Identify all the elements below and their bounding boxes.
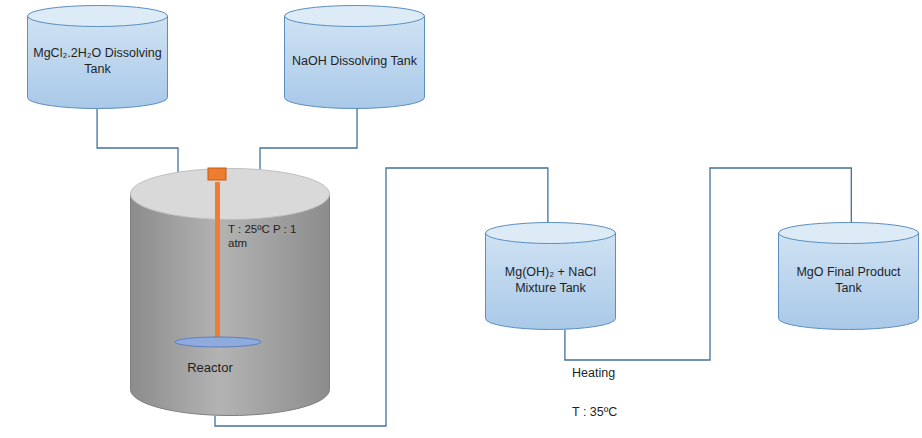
storage-tank: Mg(OH)₂ + NaCl Mixture Tank [485, 222, 616, 330]
pipe-line [97, 109, 178, 184]
tank-lid [486, 223, 616, 244]
storage-tank: MgO Final Product Tank [778, 222, 919, 330]
tank-body [285, 16, 425, 108]
reactor-outline [130, 168, 330, 416]
tank-text-area: Mg(OH)₂ + NaCl Mixture Tank [489, 244, 612, 317]
tank-text-area: NaOH Dissolving Tank [288, 27, 421, 96]
vessel-lid [131, 169, 330, 220]
reactor-vessel: T : 25ºC P : 1 atmReactor [130, 168, 330, 416]
condition-note: T : 35ºC [570, 405, 619, 419]
tank-body [28, 16, 168, 108]
storage-tank: MgCl₂.2H₂O Dissolving Tank [27, 5, 168, 109]
tank-body [486, 233, 616, 330]
tank-lid [285, 6, 425, 27]
process-step-label: Heating [570, 366, 617, 380]
condition-text: T : 25ºC P : 1 atm [228, 222, 308, 251]
tank-lid [28, 6, 168, 27]
vessel-body [131, 194, 330, 416]
tank-body [779, 233, 919, 329]
tank-lid [779, 223, 919, 244]
tank-label: MgO Final Product Tank [782, 265, 915, 296]
stirrer-impeller [175, 337, 261, 347]
storage-tank: NaOH Dissolving Tank [284, 5, 425, 109]
tank-text-area: MgO Final Product Tank [782, 244, 915, 317]
stirrer-shaft [215, 182, 220, 342]
tank-label: MgCl₂.2H₂O Dissolving Tank [31, 46, 164, 77]
tank-text-area: MgCl₂.2H₂O Dissolving Tank [31, 27, 164, 96]
node-title: Reactor [170, 360, 250, 376]
tank-label: NaOH Dissolving Tank [292, 54, 417, 70]
stirrer-motor [208, 168, 226, 180]
tank-label: Mg(OH)₂ + NaCl Mixture Tank [489, 265, 612, 296]
